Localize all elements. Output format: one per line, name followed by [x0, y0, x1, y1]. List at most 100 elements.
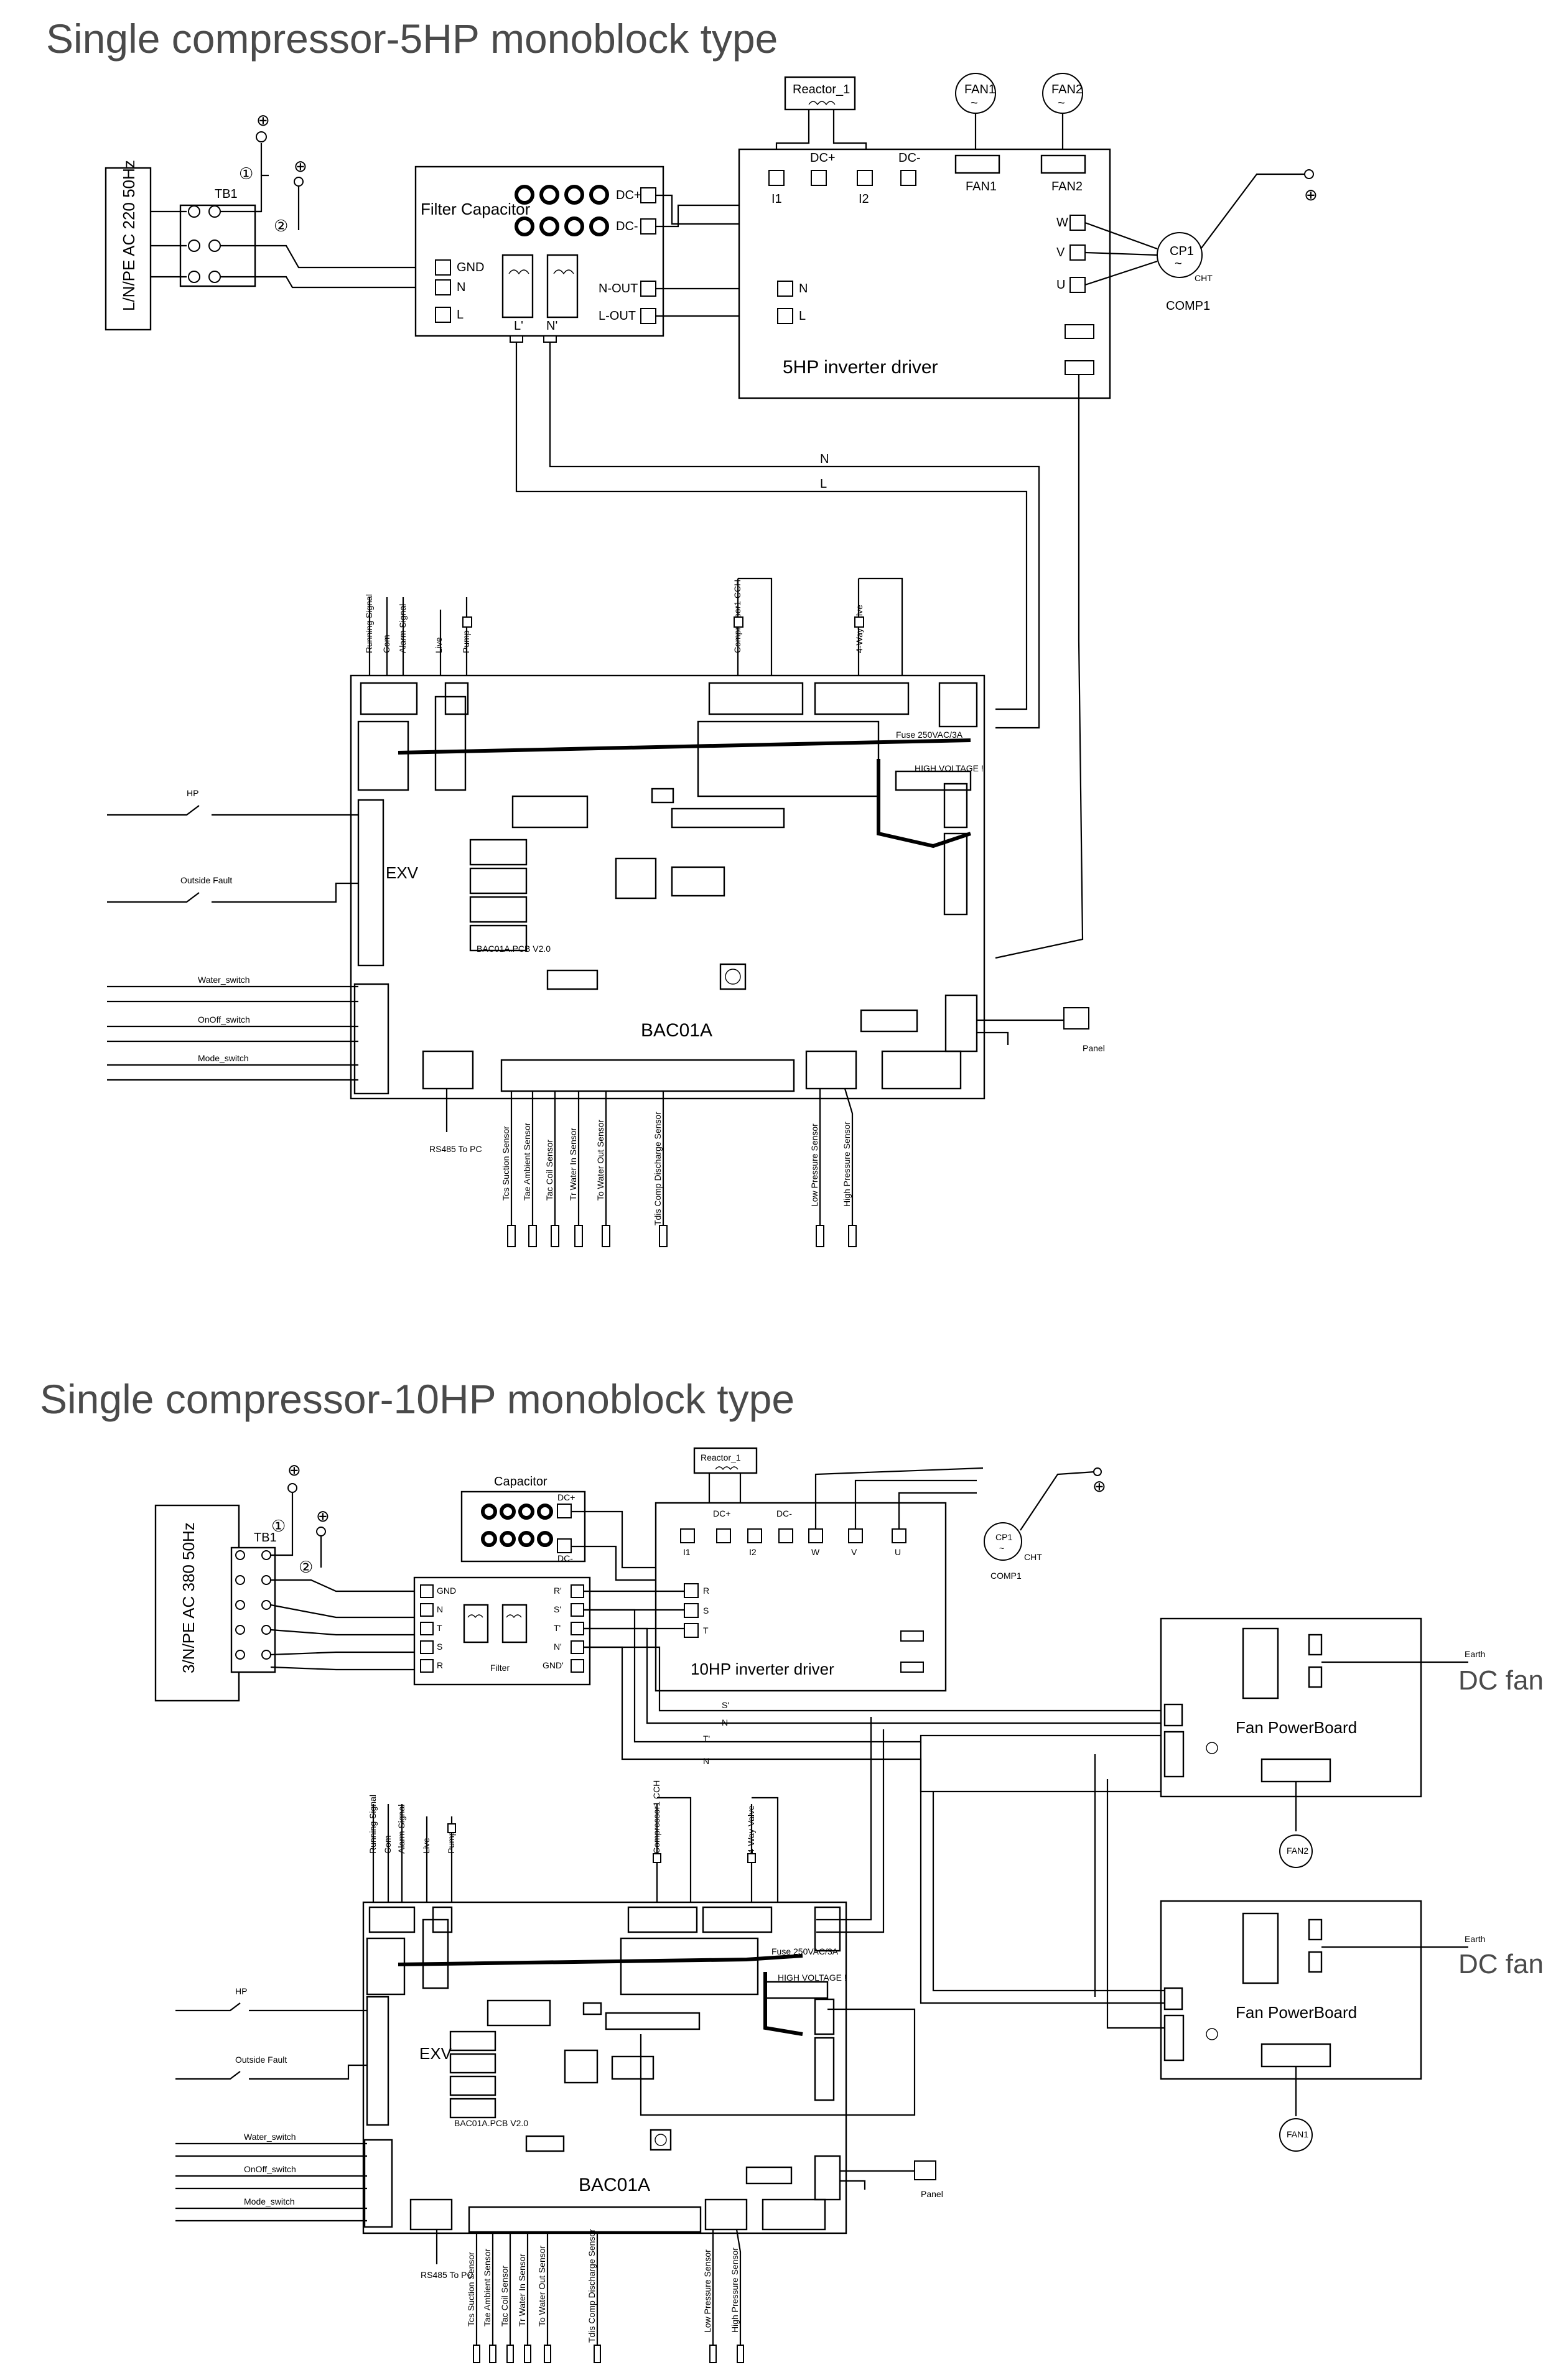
- tb1-label-2: TB1: [254, 1531, 277, 1545]
- fan2-label-2: FAN2: [1287, 1846, 1308, 1856]
- comp1-label: COMP1: [1166, 299, 1210, 313]
- fan-powerboard-box-2: [1160, 1900, 1422, 2080]
- sensor-to: To Water Out Sensor: [595, 1119, 605, 1201]
- sensor2-high-pressure: High Pressure Sensor: [730, 2248, 740, 2333]
- in2-mode-switch: Mode_switch: [244, 2196, 295, 2206]
- in2-water-switch: Water_switch: [244, 2132, 296, 2142]
- diagram-10hp: Single compressor-10HP monoblock type 3/…: [40, 1376, 1544, 2363]
- fan-powerboard-box-1: [1160, 1617, 1422, 1798]
- driver2-s: S: [703, 1606, 709, 1615]
- driver2-r: R: [703, 1586, 709, 1596]
- wire-l-label: L: [820, 477, 827, 491]
- power-label: L/N/PE AC 220 50Hz: [119, 160, 138, 311]
- earth-label-1: Earth: [1465, 1649, 1485, 1659]
- circle-2-2: ②: [299, 1558, 313, 1576]
- panel-box-2: [914, 2160, 936, 2180]
- fan1-label-2: FAN1: [1287, 2129, 1308, 2139]
- filter-nout: N-OUT: [599, 282, 638, 295]
- fan2-tilde: ~: [1058, 96, 1065, 110]
- fan1-motor-2: [1279, 2118, 1313, 2152]
- filter2-gnd: GND: [437, 1586, 456, 1596]
- power-supply-1: L/N/PE AC 220 50Hz TB1 ① ⊕ ② ⊕: [105, 111, 436, 331]
- filter2-rp: R': [554, 1586, 562, 1596]
- driver2-v: V: [851, 1547, 857, 1557]
- driver-l: L: [799, 309, 806, 323]
- sensor2-low-pressure: Low Pressure Sensor: [702, 2249, 712, 2333]
- rs485-label-2: RS485 To PC: [421, 2270, 473, 2280]
- cp1-label: CP1: [1170, 244, 1194, 258]
- sensor-tdis: Tdis Comp Discharge Sensor: [653, 1112, 663, 1225]
- filter-gnd: GND: [457, 261, 484, 274]
- input-switches-2: HP Outside Fault Water_switch OnOff_swit…: [175, 1986, 367, 2222]
- wire-n2-label-2: N: [703, 1756, 709, 1766]
- filter2-t: T: [437, 1623, 442, 1633]
- main-board-1: Fuse 250VAC/3A HIGH VOLTAGE ! EXV BAC01A…: [350, 674, 1105, 1100]
- driver-n: N: [799, 282, 808, 295]
- filter-dcp: DC+: [616, 188, 641, 202]
- driver2-i1: I1: [683, 1547, 691, 1557]
- earth-symbol-4: ⊕: [287, 1461, 301, 1479]
- filter2-tp: T': [554, 1623, 561, 1633]
- in-outside-fault: Outside Fault: [180, 875, 232, 885]
- earth-symbol-2: ⊕: [294, 157, 307, 175]
- filter2-r: R: [437, 1660, 443, 1670]
- filter2-gndp: GND': [543, 1660, 564, 1670]
- filter2-n: N: [437, 1604, 443, 1614]
- in-onoff-switch: OnOff_switch: [198, 1015, 250, 1025]
- pcb-label: BAC01A.PCB V2.0: [477, 944, 551, 954]
- wire-tp-label-2: T': [703, 1734, 710, 1744]
- capacitor-2: Capacitor DC+ DC-: [460, 1475, 788, 1581]
- reactor-box: [784, 76, 856, 111]
- sensor-tr: Tr Water In Sensor: [568, 1127, 578, 1201]
- driver-u: U: [1056, 278, 1065, 292]
- board-label: BAC01A: [641, 1020, 712, 1041]
- in-water-switch: Water_switch: [198, 975, 250, 985]
- dc-fan-label-2: DC fan: [1458, 1949, 1544, 1979]
- filter-dcm: DC-: [616, 220, 638, 233]
- dc-fan-label-1: DC fan: [1458, 1665, 1544, 1696]
- earth-symbol-5: ⊕: [316, 1507, 330, 1525]
- power-label-2: 3/N/PE AC 380 50Hz: [179, 1522, 198, 1673]
- panel-label: Panel: [1083, 1043, 1105, 1053]
- filter-capacitor-box: [414, 165, 664, 337]
- fan-powerboard-label-1: Fan PowerBoard: [1236, 1718, 1357, 1737]
- inverter-driver-10hp: I1 DC+ I2 DC- W V U R S T 10HP inverter …: [655, 1467, 1106, 1692]
- driver2-u: U: [895, 1547, 901, 1557]
- cht-label-2: CHT: [1024, 1552, 1042, 1562]
- power-supply-2: 3/N/PE AC 380 50Hz TB1 ① ⊕ ② ⊕: [154, 1461, 417, 1702]
- driver-dcm: DC-: [898, 151, 921, 165]
- reactor-box-2: [693, 1447, 758, 1474]
- driver-fan2: FAN2: [1051, 180, 1083, 193]
- compressor-cp1-2: [984, 1522, 1022, 1561]
- wire-n-label-2: N: [722, 1718, 728, 1727]
- inverter-driver-5hp: I1 DC+ I2 DC- FAN1 FAN2 W V U N L 5HP in…: [738, 148, 1318, 959]
- earth-symbol-1: ⊕: [256, 111, 270, 129]
- driver2-dcm: DC-: [776, 1508, 792, 1518]
- diagram1-title: Single compressor-5HP monoblock type: [46, 16, 778, 62]
- fan1-motor-label: FAN1: [964, 83, 995, 96]
- driver-i2: I2: [859, 192, 869, 206]
- main-board-2: Fuse 250VAC/3A HIGH VOLTAGE ! EXV BAC01A…: [362, 1717, 943, 2234]
- output-labels-1: Running Signal Com Alarm Signal Live Pum…: [364, 577, 903, 686]
- in2-onoff-switch: OnOff_switch: [244, 2164, 296, 2174]
- sensors-2: RS485 To PC Tcs Suction Sensor Tae Ambie…: [421, 2229, 744, 2363]
- cp1-tilde-2: ~: [999, 1543, 1004, 1553]
- panel-label-2: Panel: [921, 2189, 943, 2199]
- high-voltage-label-2: HIGH VOLTAGE !: [778, 1973, 847, 1983]
- filter2-np: N': [554, 1642, 562, 1652]
- exv-label-2: EXV: [419, 2044, 452, 2063]
- fan2-motor-2: [1279, 1834, 1313, 1868]
- in2-outside-fault: Outside Fault: [235, 2055, 287, 2065]
- driver2-title: 10HP inverter driver: [691, 1660, 834, 1678]
- filter2-title: Filter: [490, 1663, 510, 1673]
- input-switches-1: HP Outside Fault Water_switch OnOff_swit…: [107, 788, 358, 1081]
- wire-n-label: N: [820, 452, 829, 466]
- driver-fan1: FAN1: [966, 180, 997, 193]
- earth-label-2: Earth: [1465, 1934, 1485, 1944]
- sensor2-tac: Tac Coil Sensor: [500, 2266, 510, 2327]
- filter-n: N: [457, 281, 465, 294]
- exv-label: EXV: [386, 863, 419, 882]
- high-voltage-label: HIGH VOLTAGE !: [915, 763, 984, 773]
- sensor-tae: Tae Ambient Sensor: [522, 1122, 532, 1201]
